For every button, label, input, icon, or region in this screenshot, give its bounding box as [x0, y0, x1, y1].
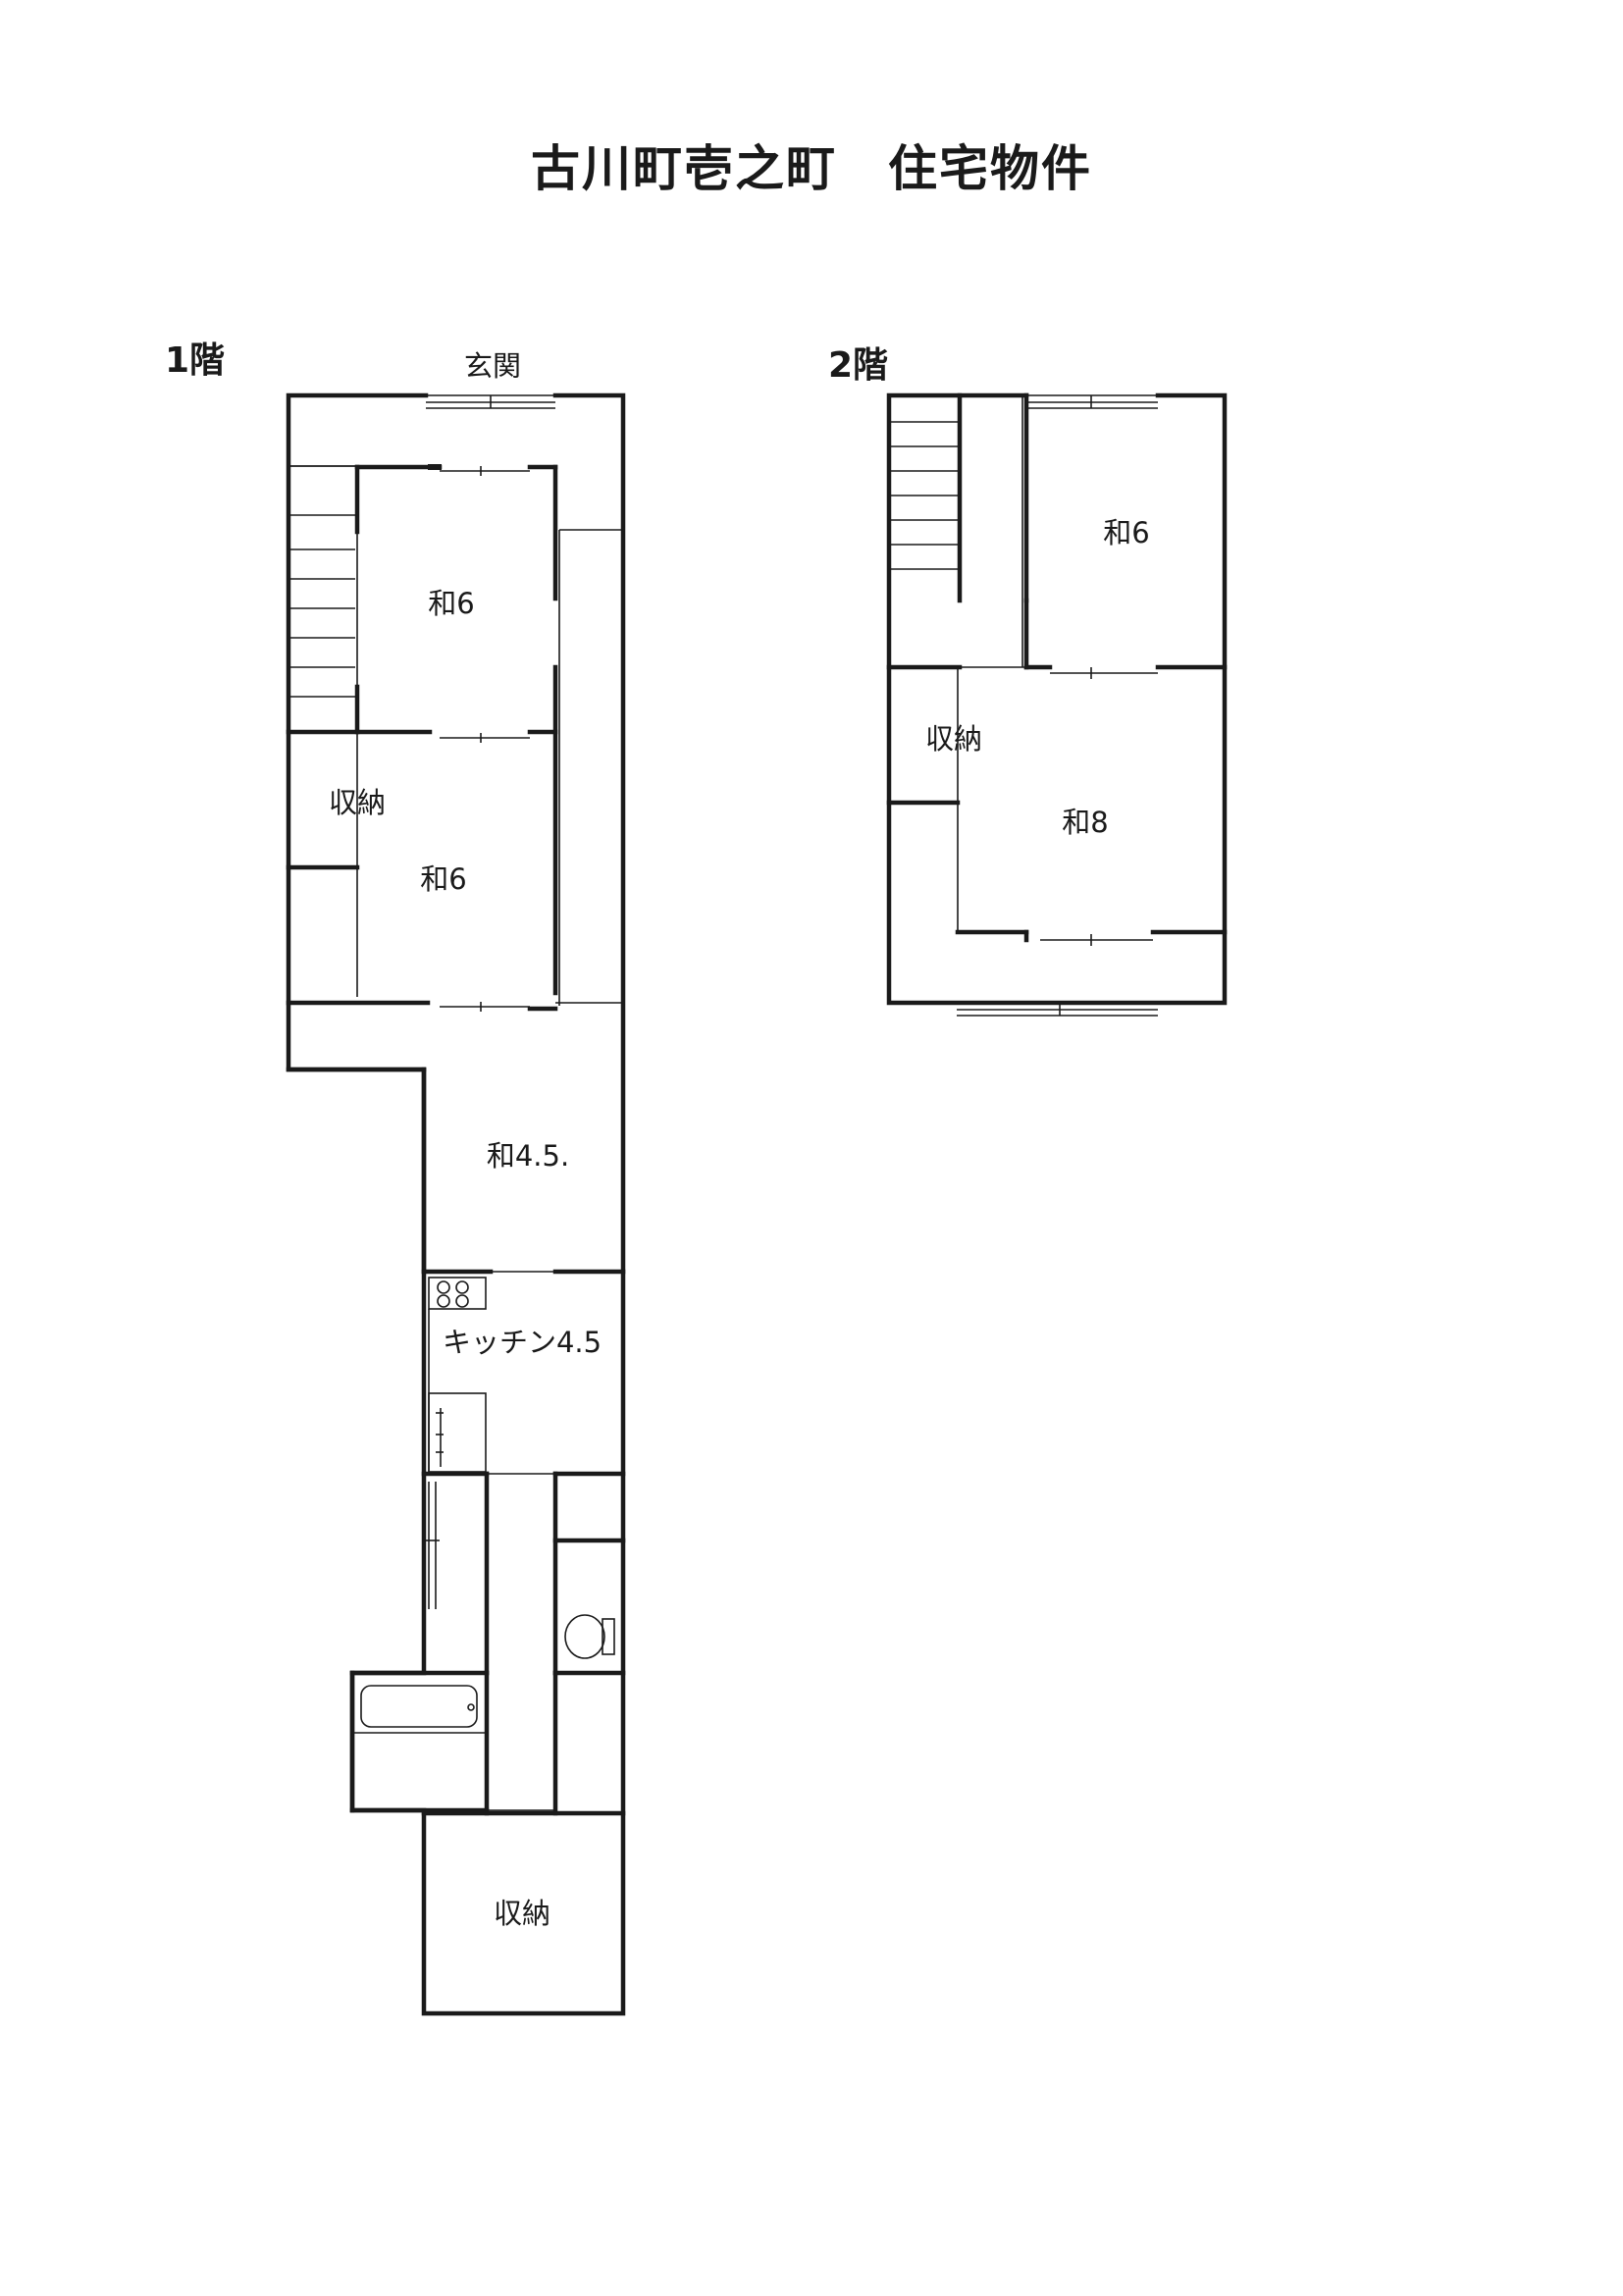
stove-icon — [428, 1277, 487, 1472]
floor-2-plan — [886, 392, 1228, 1017]
room-label-kitchen: キッチン4.5 — [443, 1326, 602, 1359]
room-label-storage-floor2: 収納 — [925, 722, 982, 756]
room-label-washitsu-middle: 和6 — [420, 862, 466, 896]
floor-1-stairs — [288, 465, 355, 732]
room-label-washitsu-main: 和8 — [1062, 806, 1108, 839]
page-title: 古川町壱之町 住宅物件 — [531, 140, 1092, 197]
floor-1-label: 1階 — [165, 340, 226, 381]
toilet-icon — [564, 1614, 615, 1659]
floor-2-top-window — [1026, 394, 1158, 409]
room-label-storage-rear: 収納 — [494, 1897, 550, 1930]
floor-2-stairs — [889, 421, 958, 570]
room-label-storage-upper: 収納 — [329, 786, 386, 819]
entrance-window — [426, 394, 555, 409]
floor-1-plan — [286, 392, 626, 2016]
room-label-washitsu-upper: 和6 — [428, 587, 474, 620]
room-label-entrance: 玄関 — [464, 349, 521, 383]
floor-2-bottom-window — [957, 1002, 1158, 1017]
floor-2-outer-wall — [886, 392, 1228, 1006]
floor-2-label: 2階 — [828, 345, 889, 386]
bathtub-icon — [349, 1670, 490, 1813]
room-label-washitsu-lower: 和4.5. — [487, 1139, 569, 1173]
sink-counter-icon — [428, 1392, 487, 1473]
room-label-washitsu-front: 和6 — [1103, 516, 1149, 549]
